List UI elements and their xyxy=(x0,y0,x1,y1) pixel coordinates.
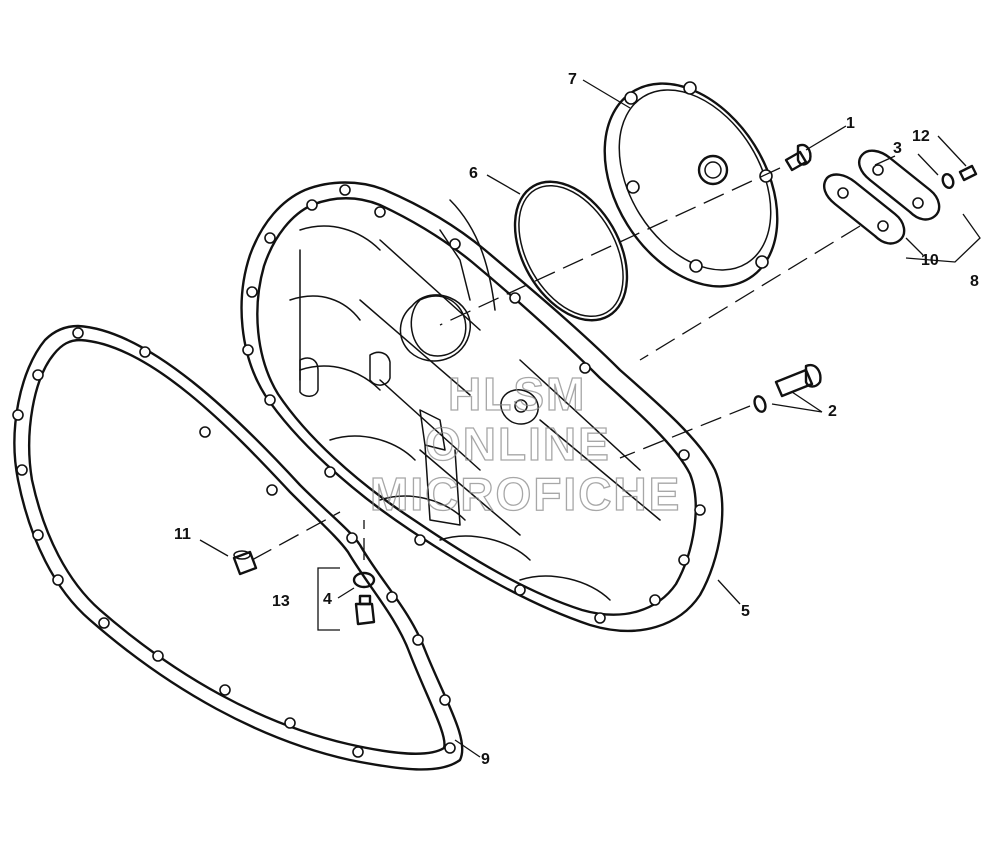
callout-4: 4 xyxy=(323,591,332,608)
dowel-pin-part-11 xyxy=(232,550,258,576)
callout-leaders xyxy=(199,79,981,758)
o-ring-part-4 xyxy=(352,571,376,589)
gasket-bolt-holes xyxy=(12,327,456,758)
gasket-part-9 xyxy=(12,324,464,771)
watermark-line-3: MICROFICHE xyxy=(370,468,681,520)
callout-10: 10 xyxy=(921,252,939,269)
plate-gasket-part-10 xyxy=(823,173,906,245)
assembly-axis-lines xyxy=(251,167,861,561)
watermark-line-1: HLSM xyxy=(448,368,586,420)
drain-plug-part-13 xyxy=(354,594,376,626)
o-ring-part-6 xyxy=(513,180,629,322)
screw-part-1 xyxy=(784,143,812,172)
callout-8: 8 xyxy=(970,273,979,290)
bolt-part-2 xyxy=(753,363,822,413)
watermark-line-2: ONLINE xyxy=(425,418,611,470)
callout-11: 11 xyxy=(174,526,191,543)
callout-2: 2 xyxy=(828,403,837,420)
callout-7: 7 xyxy=(568,71,577,88)
callout-labels: 1 2 3 4 5 6 7 8 9 10 11 12 13 xyxy=(174,71,979,768)
inspection-plate-part-3 xyxy=(858,149,941,221)
washer-part-12 xyxy=(941,164,978,189)
derby-cover-part-7 xyxy=(603,81,779,288)
callout-6: 6 xyxy=(469,165,478,182)
callout-12: 12 xyxy=(912,128,930,145)
watermark: HLSM ONLINE MICROFICHE xyxy=(369,367,681,520)
cover-bolt-bosses xyxy=(242,184,706,624)
callout-9: 9 xyxy=(481,751,490,768)
callout-1: 1 xyxy=(846,115,855,132)
callout-5: 5 xyxy=(741,603,750,620)
callout-13: 13 xyxy=(272,593,290,610)
primary-cover-part-5 xyxy=(240,181,724,633)
callout-3: 3 xyxy=(893,140,902,157)
